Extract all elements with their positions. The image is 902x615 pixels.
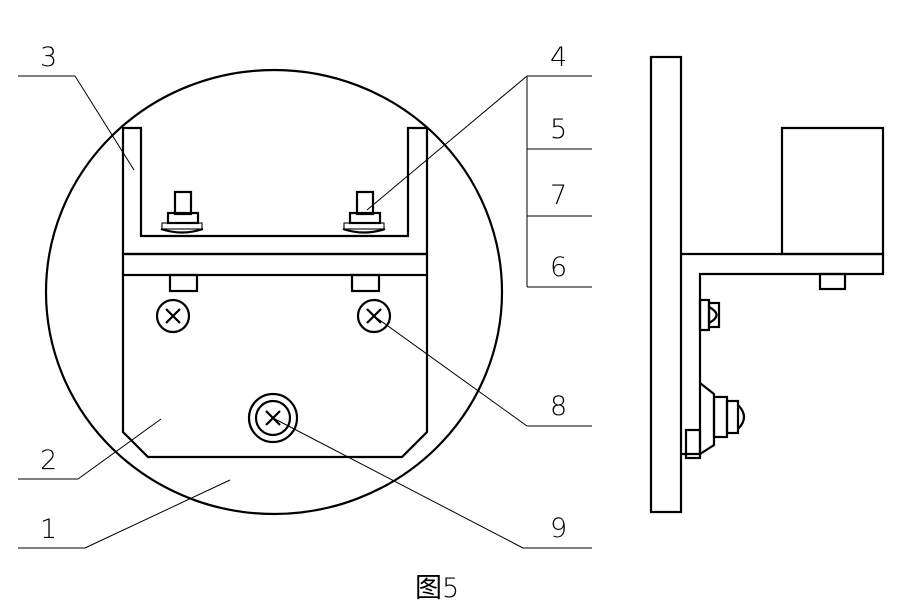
callout-6: 6 [550,252,567,283]
callout-7: 7 [550,180,567,211]
side-tab [818,272,847,291]
side-screw-upper [698,298,721,332]
bolt-right [342,190,386,234]
screw-left [155,298,191,334]
side-screw-lower [684,382,746,460]
callout-5: 5 [550,114,567,145]
tab-right [350,273,381,293]
callout-4: 4 [550,42,567,73]
callout-2: 2 [40,445,57,476]
side-view [649,55,885,514]
horizontal-bar [121,252,429,277]
screw-center [247,392,299,444]
mounting-plate [121,275,429,459]
tab-left [168,273,199,293]
callout-9: 9 [550,513,567,544]
leader-lines [18,75,592,549]
side-base-plate [649,55,683,514]
side-block [780,126,885,256]
u-bracket [121,126,429,256]
callout-3: 3 [40,42,57,73]
side-bracket-arm [681,252,885,456]
callout-8: 8 [550,391,567,422]
figure-caption: 图5 [415,573,459,604]
bolt-left [160,190,204,234]
callout-1: 1 [40,514,57,545]
circular-base-plate [44,68,504,516]
front-view [44,68,504,516]
